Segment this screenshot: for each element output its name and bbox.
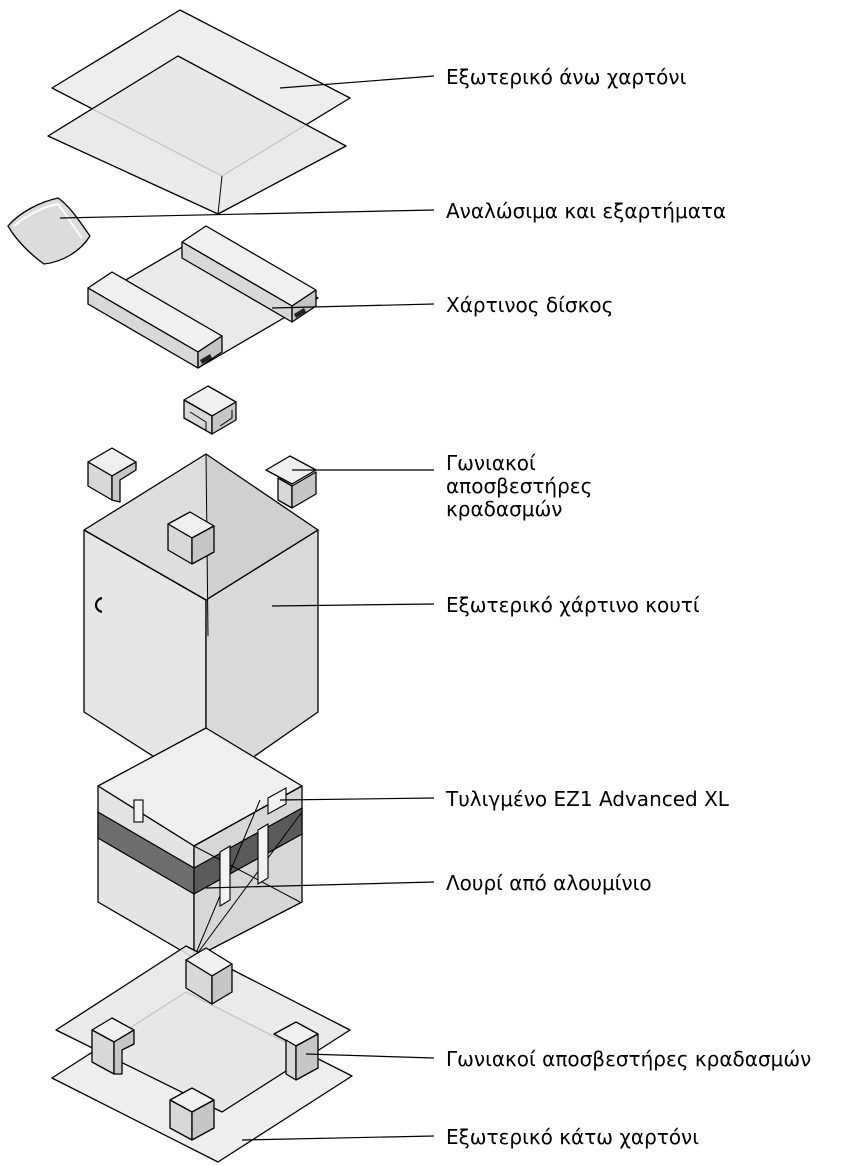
- label-corner-cushions-bottom: Γωνιακοί αποσβεστήρες κραδασμών: [446, 1048, 811, 1071]
- label-corner-cushions-top-line-2: αποσβεστήρες: [446, 475, 592, 498]
- label-outer-top-cardboard: Εξωτερικό άνω χαρτόνι: [446, 66, 686, 89]
- wrapped-device: [98, 728, 302, 958]
- leader-wrapped-device: [280, 798, 434, 800]
- outer-top-cardboard: [48, 10, 350, 214]
- label-corner-cushions-top: Γωνιακοί αποσβεστήρες κραδασμών: [446, 452, 592, 521]
- leader-corner-cushions-bottom: [306, 1054, 434, 1058]
- label-corner-cushions-top-line-1: Γωνιακοί: [446, 452, 592, 475]
- label-corner-cushions-top-line-3: κραδασμών: [446, 498, 592, 521]
- label-outer-bottom-cardboard: Εξωτερικό κάτω χαρτόνι: [446, 1126, 699, 1149]
- paper-tray: [88, 226, 318, 368]
- consumables-bag: [8, 198, 90, 264]
- label-aluminium-strap: Λουρί από αλουμίνιο: [446, 872, 652, 895]
- leader-consumables: [60, 210, 434, 218]
- label-consumables: Αναλώσιμα και εξαρτήματα: [446, 200, 726, 223]
- leader-outer-bottom-cardboard: [242, 1136, 434, 1140]
- corner-cushion-left: [88, 448, 136, 502]
- label-paper-tray: Χάρτινος δίσκος: [446, 294, 613, 317]
- label-wrapped-device: Τυλιγμένο EZ1 Advanced XL: [446, 788, 729, 811]
- corner-cushion-top-center: [184, 386, 236, 434]
- label-outer-box: Εξωτερικό χάρτινο κουτί: [446, 594, 700, 617]
